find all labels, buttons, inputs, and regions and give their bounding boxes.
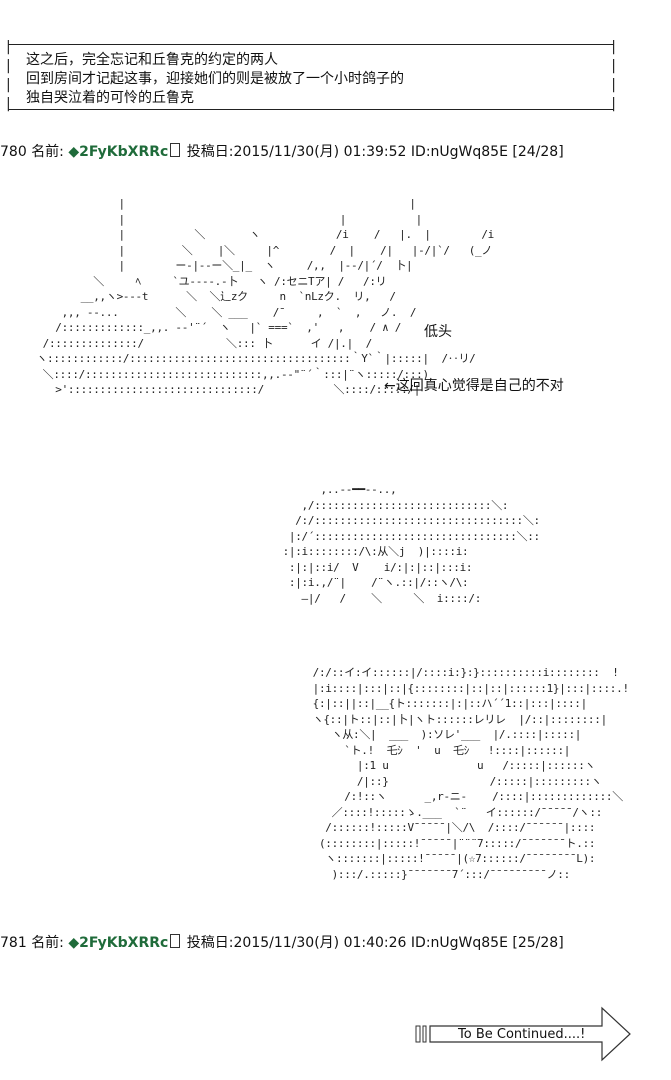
checkbox-icon (170, 934, 181, 948)
post-id: ID:nUgWq85E (410, 144, 508, 160)
narration-text: 这之后，完全忘记和丘鲁克的约定的两人 回到房间才记起这事，迎接她们的则是被放了一… (26, 51, 404, 108)
post-number[interactable]: 780 (0, 144, 27, 160)
narration-box: |||| |||| 这之后，完全忘记和丘鲁克的约定的两人 回到房间才记起这事，迎… (6, 39, 616, 114)
post-header: 781 名前: ◆2FyKbXRRc 投稿日:2015/11/30(月) 01:… (0, 934, 564, 952)
narration-line: 独自哭泣着的可怜的丘鲁克 (26, 90, 194, 106)
to-be-continued-arrow: To Be Continued....! (414, 1004, 634, 1064)
date-label: 投稿日: (186, 935, 234, 951)
narration-bottom-rule (8, 109, 614, 110)
narration-line: 这之后，完全忘记和丘鲁克的约定的两人 (26, 52, 278, 68)
name-label: 名前: (31, 144, 64, 160)
to-be-continued-text: To Be Continued....! (458, 1027, 586, 1042)
ascii-art-bowing: | | | | | | ＼ ヽ /i / |. | /i | (36, 197, 494, 396)
narration-line: 回到房间才记起这事，迎接她们的则是被放了一个小时鸽子的 (26, 71, 404, 87)
label-sincere: ←这回真心觉得是自己的不对 (384, 378, 564, 394)
post-id: ID:nUgWq85E (410, 935, 508, 951)
name-label: 名前: (31, 935, 64, 951)
post-count: [24/28] (512, 144, 564, 160)
narration-left-bar: |||| (6, 39, 11, 112)
post-header: 780 名前: ◆2FyKbXRRc 投稿日:2015/11/30(月) 01:… (0, 143, 564, 161)
checkbox-icon (170, 143, 181, 157)
post-count: [25/28] (512, 935, 564, 951)
ascii-art-face: ,..-‐━━‐-.., ,/:::::::::::::::::::::::::… (282, 483, 541, 605)
narration-right-bar: |||| (611, 39, 616, 112)
date-label: 投稿日: (186, 144, 234, 160)
poster-trip: ◆2FyKbXRRc (68, 935, 169, 951)
label-bow: 低头 (424, 324, 452, 340)
narration-top-rule (8, 44, 614, 45)
post-number[interactable]: 781 (0, 935, 27, 951)
ascii-art-crying: /:/::イ:イ::::::|/::::i:}:}::::::::::i::::… (312, 666, 629, 881)
post-datetime: 2015/11/30(月) 01:39:52 (233, 144, 407, 160)
post-datetime: 2015/11/30(月) 01:40:26 (233, 935, 407, 951)
arrow-icon (415, 1006, 631, 1062)
poster-trip: ◆2FyKbXRRc (68, 144, 169, 160)
